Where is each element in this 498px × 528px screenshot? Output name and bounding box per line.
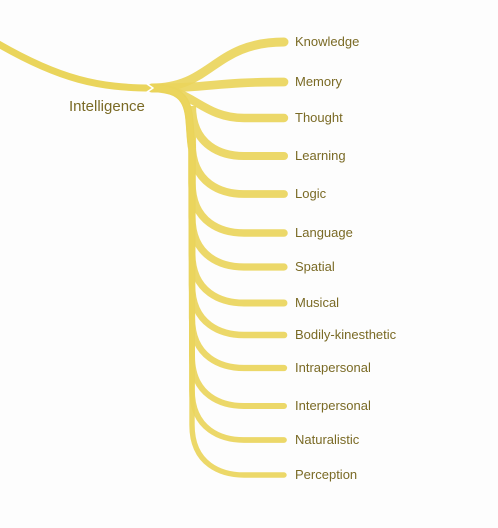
node-label-memory[interactable]: Memory	[295, 74, 342, 89]
node-label-musical[interactable]: Musical	[295, 295, 339, 310]
node-label-perception[interactable]: Perception	[295, 467, 357, 482]
node-label-spatial[interactable]: Spatial	[295, 259, 335, 274]
chevron-right-icon[interactable]	[146, 83, 154, 93]
branch-perception	[149, 85, 287, 478]
node-label-intrapersonal[interactable]: Intrapersonal	[295, 360, 371, 375]
node-label-language[interactable]: Language	[295, 225, 353, 240]
node-label-learning[interactable]: Learning	[295, 148, 346, 163]
root-node-label[interactable]: Intelligence	[69, 98, 145, 115]
branch-logic	[148, 84, 288, 198]
node-label-logic[interactable]: Logic	[295, 186, 327, 201]
branch-group	[147, 37, 289, 478]
node-label-knowledge[interactable]: Knowledge	[295, 34, 359, 49]
node-label-interpersonal[interactable]: Interpersonal	[295, 398, 371, 413]
label-group: KnowledgeMemoryThoughtLearningLogicLangu…	[295, 34, 397, 482]
node-label-bodily-kinesthetic[interactable]: Bodily-kinesthetic	[295, 327, 397, 342]
node-label-naturalistic[interactable]: Naturalistic	[295, 432, 360, 447]
node-label-thought[interactable]: Thought	[295, 110, 343, 125]
branch-interpersonal	[149, 85, 287, 409]
parent-branch	[0, 40, 156, 92]
